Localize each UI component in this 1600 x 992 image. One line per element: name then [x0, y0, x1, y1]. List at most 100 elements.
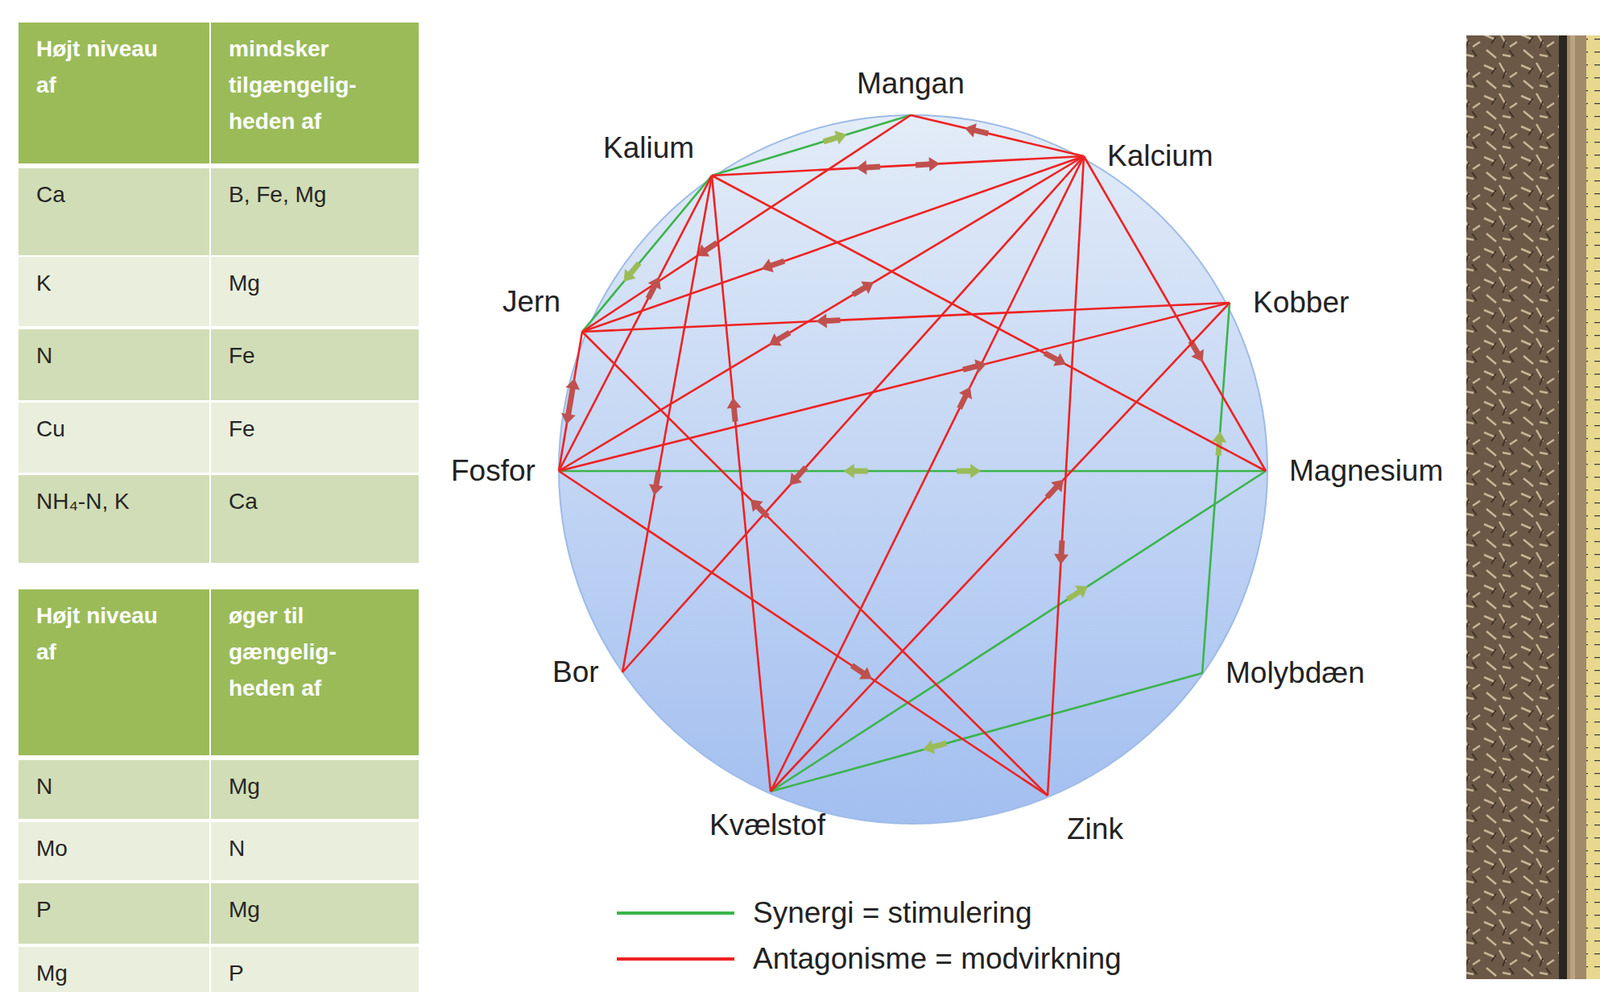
- connector-line: [582, 331, 1048, 796]
- element-label: Mangan: [853, 64, 968, 104]
- antagonism-line: [582, 115, 911, 332]
- arrowhead: [962, 359, 987, 374]
- table-text: N: [36, 768, 194, 805]
- element-name: Kobber: [1252, 285, 1349, 319]
- element-label: Fosfor: [447, 451, 539, 491]
- table-cell: Mg: [210, 256, 419, 327]
- table-cell: N: [210, 822, 419, 881]
- arrowhead: [1043, 350, 1067, 366]
- element-label: Zink: [1063, 810, 1127, 849]
- antagonism-line: [582, 331, 1048, 796]
- element-name: Kalium: [603, 131, 695, 165]
- element-name: Kvælstof: [709, 808, 826, 842]
- table-text: K: [36, 264, 194, 302]
- table-text: Mg: [228, 891, 403, 928]
- table-text: Ca: [228, 483, 403, 520]
- connector-line: [711, 156, 1084, 176]
- arrowhead: [645, 277, 662, 300]
- element-name: Jern: [502, 285, 561, 319]
- connector-line: [711, 175, 1266, 472]
- synergy-line: [1202, 302, 1230, 674]
- arrowhead: [851, 281, 875, 298]
- connector-line: [711, 175, 771, 792]
- legend-swatch: [616, 957, 735, 961]
- element-name: Mangan: [856, 66, 965, 100]
- synergy-line: [770, 471, 1266, 792]
- table-text: Fe: [228, 337, 403, 374]
- element-label: Kobber: [1249, 283, 1352, 323]
- table-cell: N: [18, 760, 210, 819]
- connector-line: [582, 115, 911, 332]
- table-text: Mg: [36, 955, 194, 992]
- antagonism-line: [558, 331, 583, 472]
- table-text: Ca: [36, 176, 194, 213]
- element-name: Magnesium: [1289, 454, 1443, 488]
- table-text: P: [228, 955, 403, 992]
- table-cell: Mo: [18, 822, 210, 881]
- connector-line: [1202, 302, 1230, 674]
- element-name: Zink: [1066, 812, 1124, 846]
- element-name: Kalcium: [1107, 139, 1214, 173]
- table-cell: Mg: [18, 946, 210, 992]
- arrowhead: [964, 123, 989, 138]
- connector-line: [622, 156, 1084, 673]
- antagonism-line: [1083, 156, 1266, 472]
- table-cell: Cu: [18, 402, 210, 473]
- connector-line: [558, 331, 583, 472]
- connector-line: [910, 115, 1084, 157]
- arrowhead: [624, 261, 642, 282]
- table-text: NH₄-N, K: [36, 483, 194, 520]
- antagonism-line: [622, 156, 1084, 673]
- arrowhead: [855, 160, 881, 175]
- table-text: øger til gængelig- heden af: [228, 597, 403, 707]
- element-label: Kalium: [599, 128, 698, 168]
- arrowhead: [816, 313, 841, 328]
- table-cell: Ca: [18, 168, 210, 256]
- connector-line: [558, 470, 1266, 473]
- table-text: B, Fe, Mg: [228, 176, 403, 213]
- element-label: Kalcium: [1103, 136, 1217, 176]
- element-label: Kvælstof: [706, 806, 829, 845]
- arrowhead: [1054, 540, 1069, 565]
- arrowhead: [727, 397, 742, 422]
- arrowhead: [768, 330, 792, 346]
- arrowhead: [822, 130, 848, 145]
- arrowhead: [850, 663, 873, 680]
- table-cell: P: [210, 946, 419, 992]
- synergy-line: [770, 673, 1203, 792]
- connector-line: [770, 156, 1084, 792]
- table-text: Fe: [228, 410, 403, 447]
- antagonism-line: [711, 175, 1266, 472]
- connector-line: [622, 175, 712, 673]
- connector-line: [558, 302, 1230, 472]
- antagonism-line: [910, 115, 1084, 157]
- background-circle: [558, 115, 1268, 824]
- table-header-cell: øger til gængelig- heden af: [210, 589, 419, 756]
- antagonism-line: [558, 175, 712, 472]
- arrowhead: [789, 465, 809, 486]
- table-cell: Fe: [210, 402, 419, 473]
- arrowhead: [561, 400, 576, 425]
- connector-line: [1083, 156, 1266, 472]
- arrowhead: [843, 463, 869, 479]
- table-text: P: [36, 891, 194, 928]
- legend-text: Synergi = stimulering: [752, 895, 1033, 931]
- table-cell: NH₄-N, K: [18, 475, 210, 563]
- table-cell: Mg: [210, 883, 419, 944]
- antagonism-line: [558, 302, 1230, 472]
- arrowhead: [956, 463, 981, 479]
- table-text: Mg: [228, 768, 403, 805]
- element-name: Bor: [552, 655, 600, 689]
- arrowhead: [1066, 586, 1088, 603]
- antagonism-line: [711, 175, 771, 792]
- table-cell: Fe: [210, 329, 419, 401]
- arrowhead: [956, 386, 972, 410]
- table-text: Højt niveau af: [36, 30, 178, 104]
- arrowhead: [915, 157, 940, 172]
- connector-line: [558, 175, 712, 472]
- antagonism-line: [770, 156, 1084, 792]
- table-cell: Ca: [210, 475, 419, 563]
- table-header-cell: Højt niveau af: [18, 22, 210, 164]
- element-label: Magnesium: [1285, 451, 1447, 491]
